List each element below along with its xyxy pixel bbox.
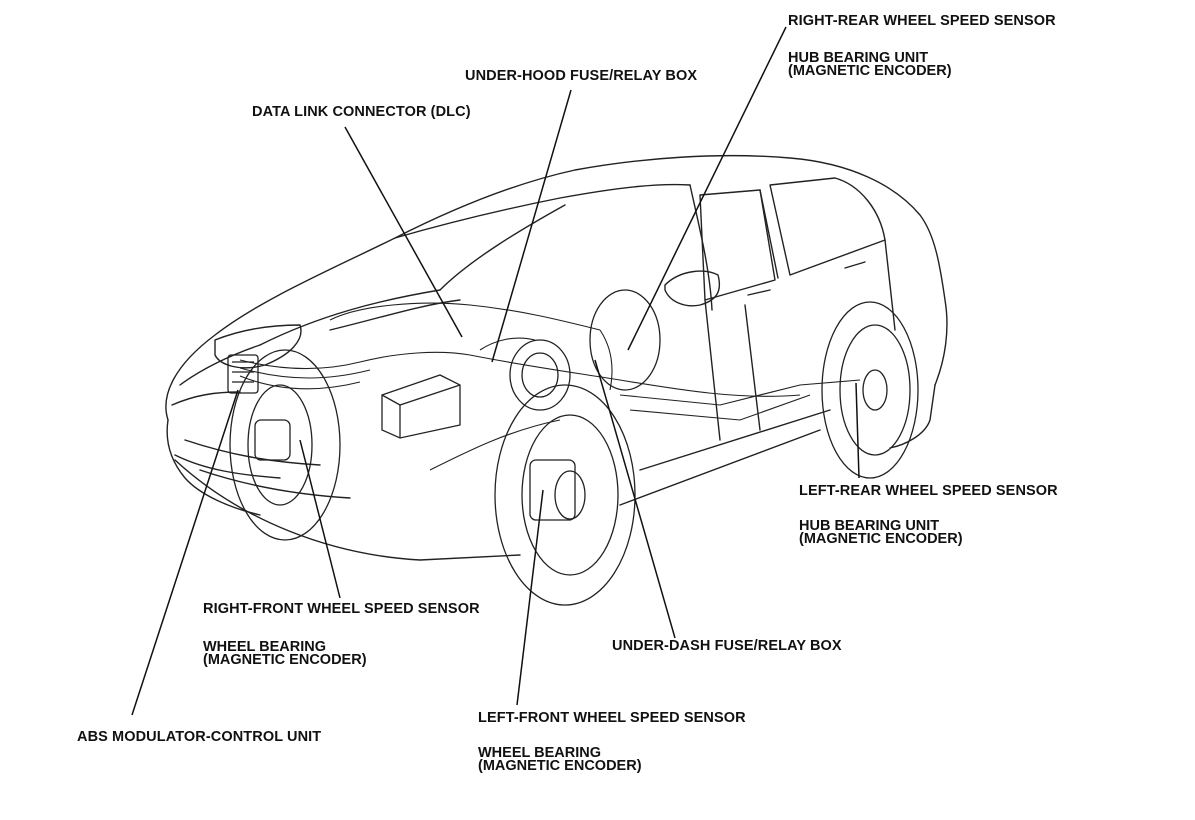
label-under-dash-fuse-relay-box: UNDER-DASH FUSE/RELAY BOX — [612, 638, 842, 654]
label-left-rear-wheel-speed-sensor: LEFT-REAR WHEEL SPEED SENSOR — [799, 483, 1058, 499]
brake-booster — [509, 339, 571, 411]
leader-under-dash-box — [594, 359, 676, 639]
leader-lines — [131, 26, 860, 716]
abs-modulator — [227, 354, 259, 394]
leader-left-rear-sensor — [855, 382, 860, 479]
brake-lines — [239, 302, 861, 471]
label-left-front-bearing-line1: WHEEL BEARING — [478, 745, 601, 761]
label-under-hood-fuse-relay-box: UNDER-HOOD FUSE/RELAY BOX — [465, 68, 698, 84]
label-right-front-wheel-speed-sensor: RIGHT-FRONT WHEEL SPEED SENSOR — [203, 601, 480, 617]
wheel-right-front — [229, 349, 341, 541]
label-right-rear-wheel-speed-sensor: RIGHT-REAR WHEEL SPEED SENSOR — [788, 13, 1056, 29]
wheel-left-front — [494, 384, 636, 606]
label-abs-modulator-control-unit: ABS MODULATOR-CONTROL UNIT — [77, 729, 322, 745]
label-right-front-bearing-line2: (MAGNETIC ENCODER) — [203, 652, 367, 668]
label-left-front-wheel-bearing: WHEEL BEARING (MAGNETIC ENCODER) — [478, 745, 642, 774]
wheel-left-rear — [821, 301, 919, 479]
leader-abs-unit — [131, 389, 239, 716]
wheel-right-rear — [589, 289, 661, 391]
label-left-front-bearing-line2: (MAGNETIC ENCODER) — [478, 758, 642, 774]
label-right-rear-hub-bearing: HUB BEARING UNIT (MAGNETIC ENCODER) — [788, 50, 952, 79]
leader-right-rear-sensor — [627, 26, 787, 351]
label-right-front-bearing-line1: WHEEL BEARING — [203, 639, 326, 655]
leader-under-hood-box — [491, 89, 572, 363]
leader-left-front-sensor — [516, 489, 544, 706]
label-right-front-wheel-bearing: WHEEL BEARING (MAGNETIC ENCODER) — [203, 639, 367, 668]
label-left-front-wheel-speed-sensor: LEFT-FRONT WHEEL SPEED SENSOR — [478, 710, 746, 726]
label-right-rear-hub-line2: (MAGNETIC ENCODER) — [788, 63, 952, 79]
car-body-illustration — [165, 154, 948, 561]
label-left-rear-hub-bearing: HUB BEARING UNIT (MAGNETIC ENCODER) — [799, 518, 963, 547]
battery — [381, 374, 461, 439]
label-data-link-connector: DATA LINK CONNECTOR (DLC) — [252, 104, 471, 120]
leader-right-front-sensor — [299, 439, 341, 599]
label-left-rear-hub-line2: (MAGNETIC ENCODER) — [799, 531, 963, 547]
leader-dlc — [344, 126, 463, 338]
label-right-rear-hub-line1: HUB BEARING UNIT — [788, 50, 929, 66]
label-left-rear-hub-line1: HUB BEARING UNIT — [799, 518, 940, 534]
